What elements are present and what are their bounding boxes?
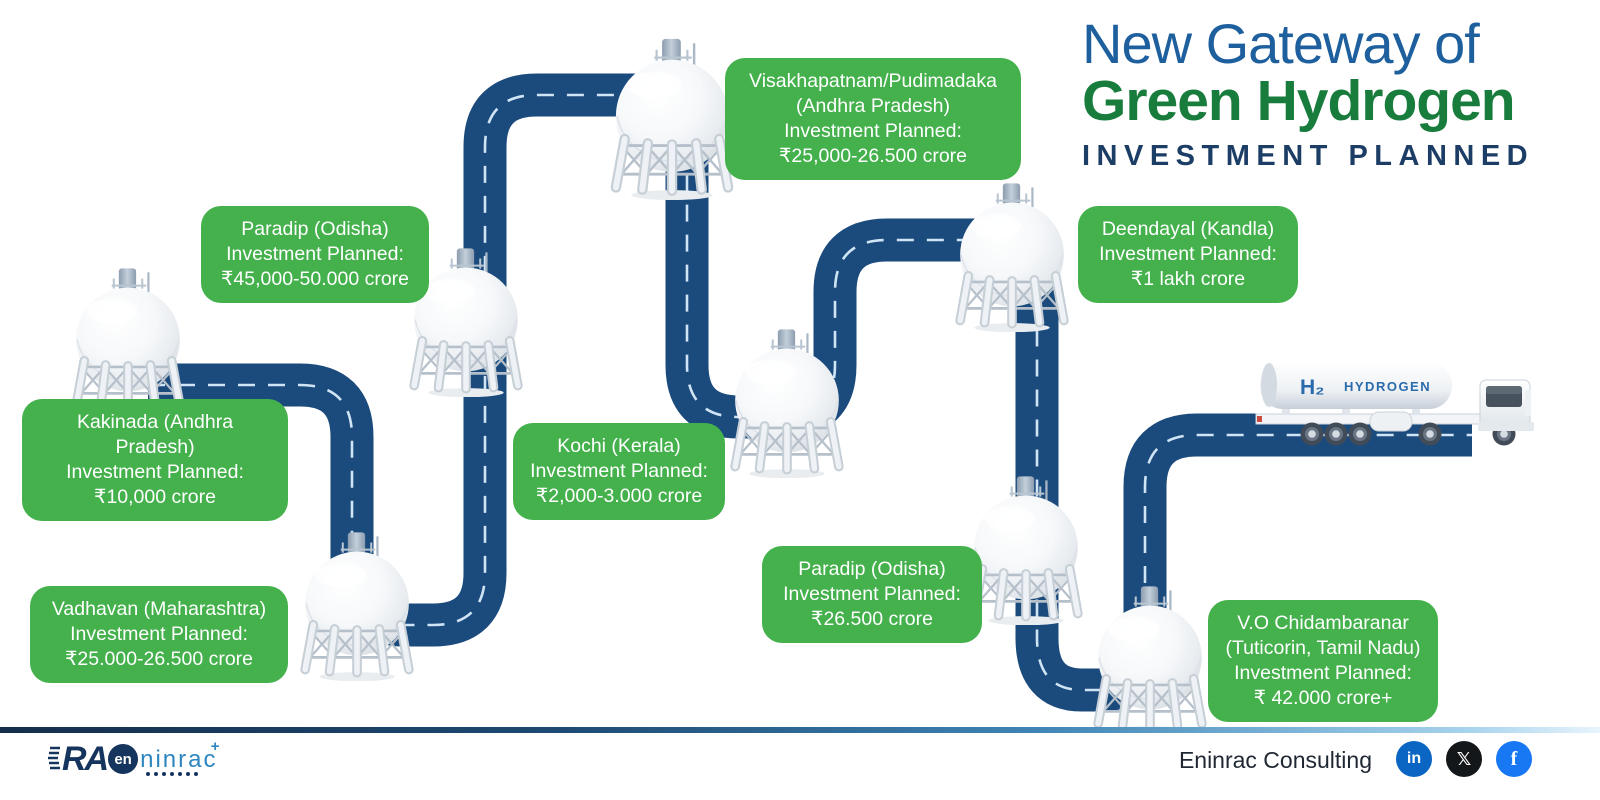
port-card-visakhapatnam: Visakhapatnam/Pudimadaka (Andhra Pradesh…	[725, 58, 1021, 180]
footer-divider	[0, 727, 1600, 733]
investment-amount: ₹25.000-26.500 crore	[64, 647, 254, 670]
logo-hatch-icon	[48, 746, 60, 770]
truck-hydrogen-label: HYDROGEN	[1344, 379, 1431, 394]
logo-dots	[146, 772, 199, 776]
storage-tank-vadhavan	[296, 528, 418, 681]
investment-amount: ₹1 lakh crore	[1130, 267, 1246, 290]
port-card-paradip-1: Paradip (Odisha) Investment Planned: ₹45…	[201, 206, 429, 303]
investment-amount: ₹10,000 crore	[94, 485, 216, 508]
storage-tank-kochi	[726, 325, 848, 478]
port-name: Visakhapatnam/Pudimadaka	[749, 70, 997, 92]
logo-plus-mark: +	[210, 738, 220, 755]
investment-amount: ₹45,000-50.000 crore	[220, 267, 410, 290]
truck-tail-light	[1257, 416, 1262, 422]
port-name: Kakinada (Andhra Pradesh)	[76, 411, 234, 458]
truck-cab	[1478, 379, 1534, 431]
title-block: New Gateway of Green Hydrogen INVESTMENT…	[1082, 16, 1552, 173]
port-name: Deendayal (Kandla)	[1101, 218, 1275, 240]
planned-label: Investment Planned:	[1099, 242, 1277, 265]
planned-label: Investment Planned:	[226, 242, 404, 265]
investment-amount: ₹ 42.000 crore+	[1253, 686, 1393, 709]
linkedin-icon[interactable]: in	[1396, 741, 1432, 777]
title-line-2: Green Hydrogen	[1082, 69, 1516, 133]
storage-tank-paradip-2	[965, 472, 1087, 625]
title-line-3: INVESTMENT PLANNED	[1082, 139, 1535, 172]
company-name: Eninrac Consulting	[1178, 747, 1372, 773]
investment-amount: ₹2,000-3.000 crore	[535, 484, 703, 507]
investment-amount: ₹25,000-26.500 crore	[778, 144, 968, 167]
port-card-paradip-2: Paradip (Odisha) Investment Planned: ₹26…	[762, 546, 982, 643]
port-state: (Tuticorin, Tamil Nadu)	[1225, 636, 1421, 659]
planned-label: Investment Planned:	[784, 119, 962, 142]
logo-ninrac-text: ninrac	[140, 746, 218, 773]
planned-label: Investment Planned:	[530, 459, 708, 482]
port-card-deendayal: Deendayal (Kandla) Investment Planned: ₹…	[1078, 206, 1298, 303]
eninrac-logo: RA en ninrac +	[46, 738, 219, 778]
truck-h2-label: H₂	[1300, 376, 1325, 399]
port-card-kochi: Kochi (Kerala) Investment Planned: ₹2,00…	[513, 423, 725, 520]
port-card-kakinada: Kakinada (Andhra Pradesh) Investment Pla…	[22, 399, 288, 521]
storage-tank-vo-chidambaranar	[1089, 582, 1211, 735]
planned-label: Investment Planned:	[1234, 661, 1412, 684]
port-name: Vadhavan (Maharashtra)	[51, 598, 267, 620]
investment-amount: ₹26.500 crore	[811, 607, 933, 630]
footer-bar: RA en ninrac + Eninrac Consulting in 𝕏 f	[0, 733, 1600, 800]
port-name: V.O Chidambaranar	[1237, 612, 1409, 634]
port-state: (Andhra Pradesh)	[796, 94, 950, 117]
port-card-vo-chidambaranar: V.O Chidambaranar (Tuticorin, Tamil Nadu…	[1208, 600, 1438, 722]
port-name: Kochi (Kerala)	[557, 435, 681, 457]
planned-label: Investment Planned:	[66, 460, 244, 483]
storage-tank-deendayal	[951, 179, 1073, 332]
storage-tank-kakinada	[67, 264, 189, 417]
title-line-1: New Gateway of	[1082, 12, 1480, 75]
logo-en-badge: en	[108, 744, 139, 774]
port-name: Paradip (Odisha)	[241, 218, 389, 240]
logo-ra-text: RA	[62, 740, 109, 778]
port-card-vadhavan: Vadhavan (Maharashtra) Investment Planne…	[30, 586, 288, 683]
facebook-icon[interactable]: f	[1496, 741, 1532, 777]
planned-label: Investment Planned:	[70, 622, 248, 645]
port-name: Paradip (Odisha)	[798, 558, 946, 580]
storage-tank-visakhapatnam	[606, 34, 738, 200]
x-icon[interactable]: 𝕏	[1446, 741, 1482, 777]
planned-label: Investment Planned:	[783, 582, 961, 605]
hydrogen-truck: H₂ HYDROGEN	[1255, 362, 1534, 446]
